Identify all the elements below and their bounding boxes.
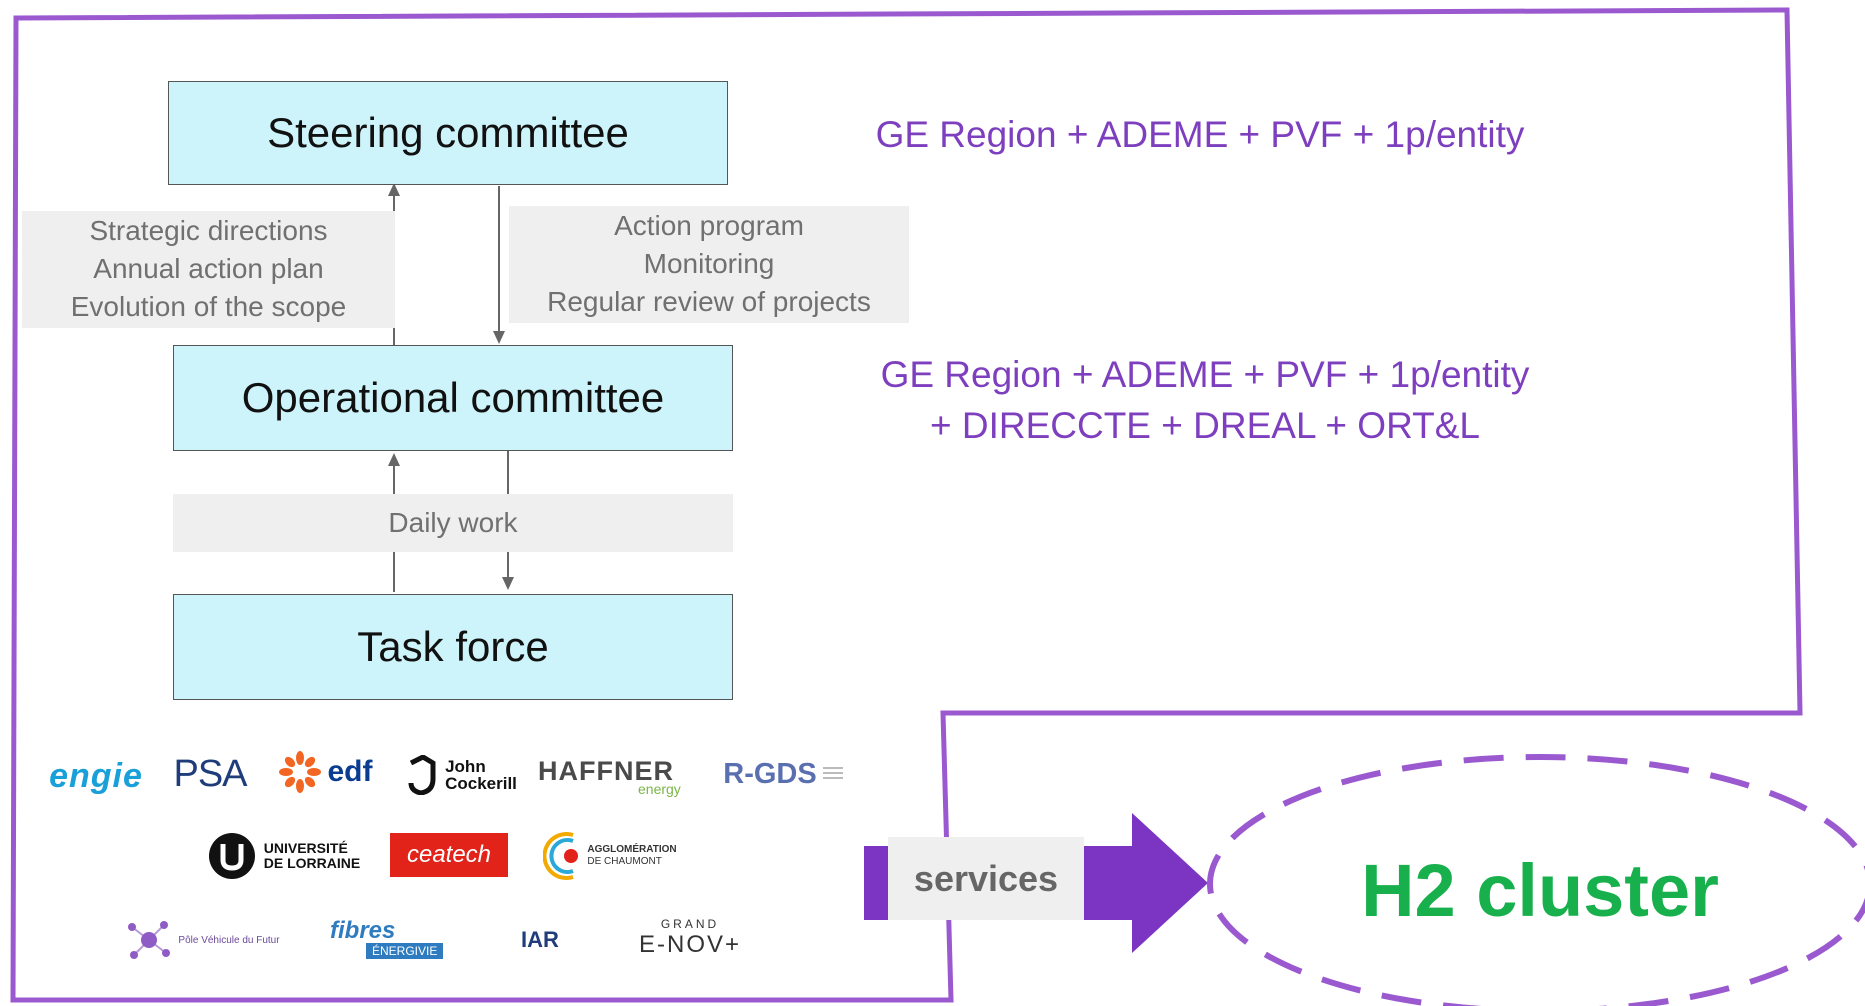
engie-logo: ENGIE bbox=[34, 756, 158, 795]
psa-logo-text: PSA bbox=[173, 752, 247, 795]
flow-label-upward: Strategic directions Annual action plan … bbox=[22, 211, 395, 328]
arrowhead-up-steering bbox=[388, 183, 400, 196]
flow-upward-line-1: Strategic directions bbox=[89, 215, 328, 246]
ceatech-logo: ceatech bbox=[390, 833, 508, 877]
haffner-logo-text: HAFFNER bbox=[538, 755, 674, 786]
operational-committee-box: Operational committee bbox=[173, 345, 733, 451]
agglomeration-chaumont-logo: AGGLOMÉRATION DE CHAUMONT bbox=[540, 830, 680, 882]
pole-vehicule-du-futur-logo: Pôle Véhicule du Futur bbox=[112, 910, 292, 970]
grand-enov-line-1: GRAND bbox=[660, 917, 720, 931]
daily-work-text: Daily work bbox=[388, 507, 518, 538]
arrowhead-down-taskforce bbox=[502, 577, 514, 590]
flow-downward-line-3: Regular review of projects bbox=[547, 286, 871, 317]
universite-lorraine-emblem-icon bbox=[208, 833, 255, 879]
operational-members: GE Region + ADEME + PVF + 1p/entity + DI… bbox=[820, 349, 1590, 451]
services-arrow-tail bbox=[864, 846, 890, 920]
john-cockerill-text: John Cockerill bbox=[445, 758, 517, 792]
john-cockerill-line-2: Cockerill bbox=[445, 774, 517, 793]
steering-members: GE Region + ADEME + PVF + 1p/entity bbox=[820, 109, 1580, 160]
psa-logo: PSA bbox=[164, 752, 256, 796]
grand-enov-logo: GRAND E-NOV+ bbox=[630, 908, 750, 968]
flow-label-downward: Action program Monitoring Regular review… bbox=[509, 206, 909, 323]
fibres-logo-text: fibres bbox=[330, 917, 396, 944]
services-text: services bbox=[913, 857, 1059, 899]
flow-downward-line-1: Action program bbox=[614, 210, 804, 241]
pole-vehicule-logo-text: Pôle Véhicule du Futur bbox=[178, 934, 280, 946]
grand-enov-line-2: E-NOV+ bbox=[638, 931, 742, 958]
edf-sun-icon bbox=[278, 751, 321, 793]
operational-committee-label: Operational committee bbox=[241, 374, 665, 421]
haffner-energy-logo: HAFFNER energy bbox=[538, 752, 704, 800]
task-force-box: Task force bbox=[173, 594, 733, 700]
h2-cluster-label: H2 cluster bbox=[1300, 840, 1780, 940]
fibres-energivie-logo: fibres ÉNERGIVIE bbox=[330, 912, 464, 966]
ceatech-logo-text: ceatech bbox=[406, 841, 492, 868]
iar-logo: IAR bbox=[500, 910, 580, 970]
flow-upward-line-3: Evolution of the scope bbox=[70, 291, 347, 322]
agglomeration-chaumont-text: AGGLOMÉRATION DE CHAUMONT bbox=[587, 844, 676, 868]
services-arrow-head bbox=[1084, 813, 1208, 953]
edf-logo: EDF bbox=[268, 748, 382, 796]
arrowhead-down-operational bbox=[493, 331, 505, 344]
rgds-tagline-icon bbox=[822, 767, 843, 781]
steering-committee-box: Steering committee bbox=[168, 81, 728, 185]
edf-logo-text: EDF bbox=[327, 755, 373, 788]
task-force-label: Task force bbox=[357, 623, 549, 670]
pole-vehicule-network-icon bbox=[128, 921, 171, 959]
john-cockerill-logo: John Cockerill bbox=[398, 752, 526, 798]
john-cockerill-line-1: John bbox=[445, 757, 486, 776]
universite-lorraine-text: UNIVERSITÉ DE LORRAINE bbox=[264, 841, 360, 871]
operational-members-line-2: + DIRECCTE + DREAL + ORT&L bbox=[929, 405, 1481, 446]
rgds-logo-text: R-GDS bbox=[723, 757, 817, 790]
engie-logo-text: ENGIE bbox=[49, 756, 143, 795]
haffner-logo-subtext: energy bbox=[638, 780, 681, 797]
universite-lorraine-line-2: DE LORRAINE bbox=[263, 855, 361, 871]
universite-de-lorraine-logo: UNIVERSITÉ DE LORRAINE bbox=[204, 830, 364, 882]
services-label: services bbox=[888, 837, 1084, 920]
rgds-logo: R-GDS bbox=[708, 754, 858, 794]
steering-members-line-1: GE Region + ADEME + PVF + 1p/entity bbox=[875, 114, 1525, 155]
agglomeration-chaumont-line-2: DE CHAUMONT bbox=[587, 856, 662, 867]
agglomeration-chaumont-line-1: AGGLOMÉRATION bbox=[587, 844, 677, 855]
john-cockerill-mark-icon bbox=[408, 755, 436, 795]
steering-committee-label: Steering committee bbox=[267, 109, 629, 156]
cluster-ellipse bbox=[1207, 754, 1865, 1006]
universite-lorraine-line-1: UNIVERSITÉ bbox=[263, 840, 348, 856]
flow-label-daily-work: Daily work bbox=[173, 494, 733, 552]
arrowhead-up-operational bbox=[388, 453, 400, 466]
fibres-logo-subtext: ÉNERGIVIE bbox=[366, 943, 444, 959]
iar-logo-text: IAR bbox=[521, 927, 559, 952]
agglomeration-chaumont-emblem-icon bbox=[543, 832, 579, 880]
frame-outline bbox=[10, 7, 1803, 1003]
operational-members-line-1: GE Region + ADEME + PVF + 1p/entity bbox=[880, 354, 1530, 395]
flow-downward-line-2: Monitoring bbox=[643, 248, 775, 279]
flow-upward-line-2: Annual action plan bbox=[93, 253, 324, 284]
h2-cluster-text: H2 cluster bbox=[1361, 848, 1719, 932]
